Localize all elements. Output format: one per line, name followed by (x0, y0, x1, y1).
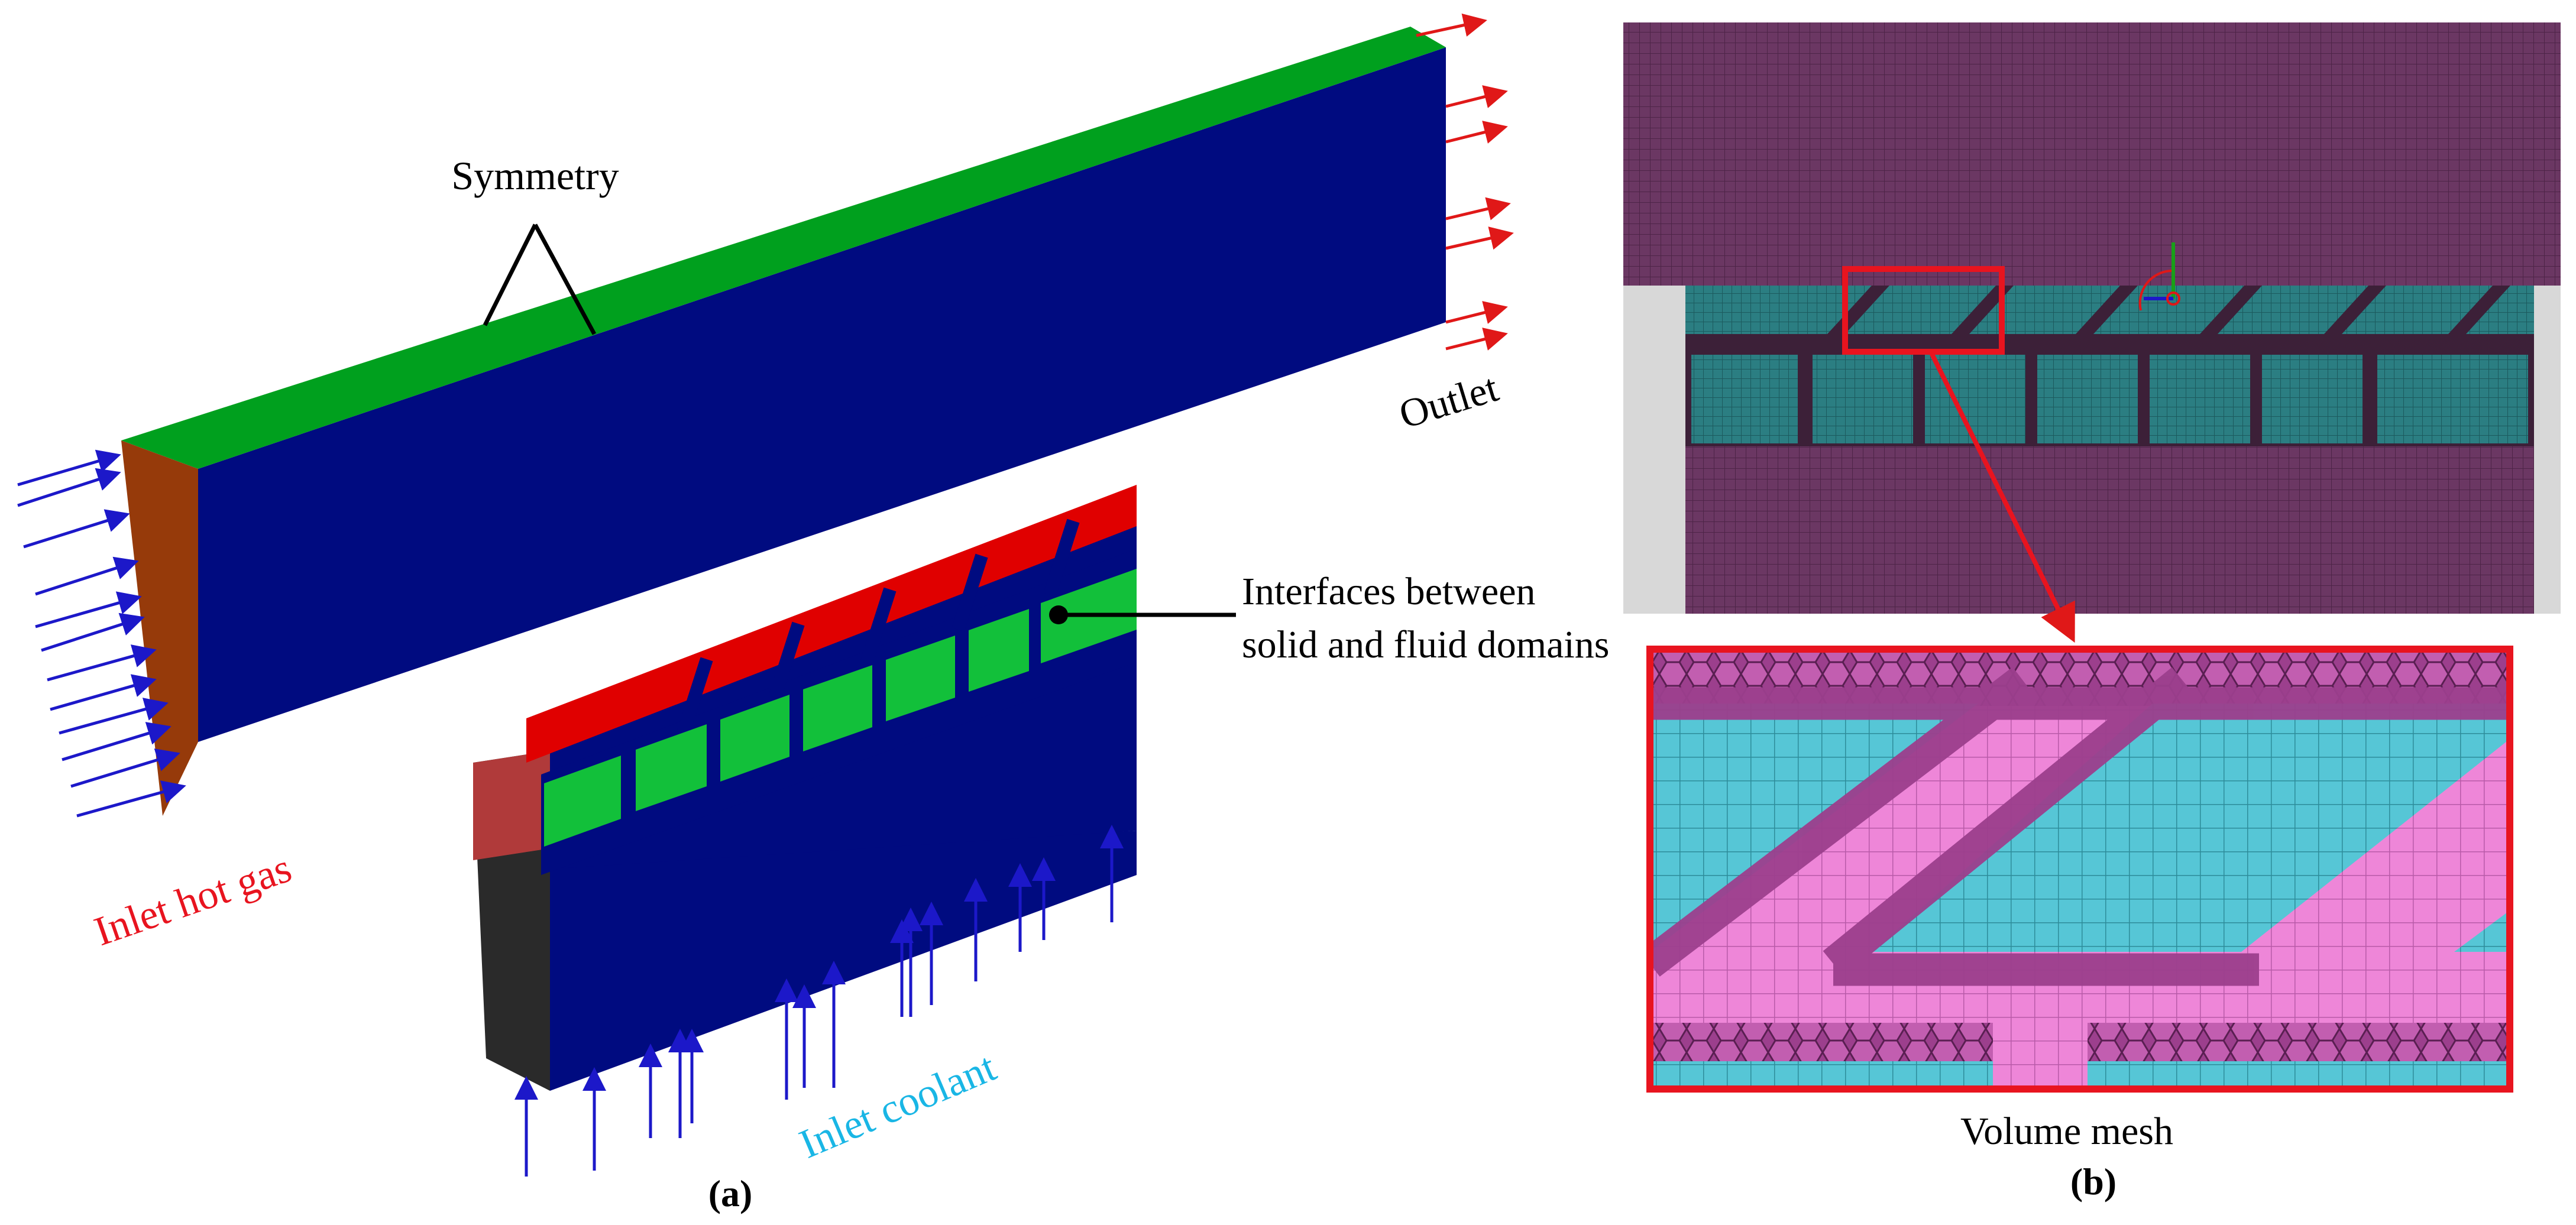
hot-gas-block (121, 27, 1446, 816)
label-symmetry: Symmetry (451, 153, 619, 198)
zoom-highlight-box (1842, 266, 2005, 355)
panel-b-mesh-overview (1623, 22, 2561, 614)
label-inlet-hot-gas: Inlet hot gas (89, 845, 297, 955)
zoom-arrow (1928, 351, 2075, 643)
label-interfaces-line1: Interfaces between (1242, 570, 1536, 613)
coolant-channel-side-red (473, 751, 550, 860)
coolant-channel-front-face (550, 831, 1137, 1091)
caption-panel-a: (a) (708, 1172, 753, 1214)
hot-gas-block-top-symmetry (121, 27, 1446, 469)
axis-triad-icon (2138, 242, 2180, 311)
hot-gas-inlet-face (121, 440, 198, 816)
outlet-arrows (1416, 13, 1514, 351)
interfaces-leader-dot (1049, 605, 1068, 624)
inlet-coolant-arrows (514, 825, 1124, 1177)
volume-mesh-frame (1646, 646, 2513, 1093)
label-inlet-coolant: Inlet coolant (793, 1044, 1002, 1168)
hot-gas-ribs-strip (526, 485, 1137, 763)
label-volume-mesh: Volume mesh (1960, 1110, 2173, 1153)
label-interfaces-line2: solid and fluid domains (1242, 623, 1609, 666)
symmetry-leaders (483, 223, 597, 335)
label-outlet: Outlet (1394, 365, 1503, 437)
hot-gas-block-front (198, 47, 1446, 742)
rib-separators (677, 518, 1080, 735)
caption-panel-b: (b) (2070, 1161, 2117, 1203)
panel-b-volume-mesh-detail (1650, 649, 2510, 1089)
inlet-hot-gas-arrows (17, 449, 186, 818)
